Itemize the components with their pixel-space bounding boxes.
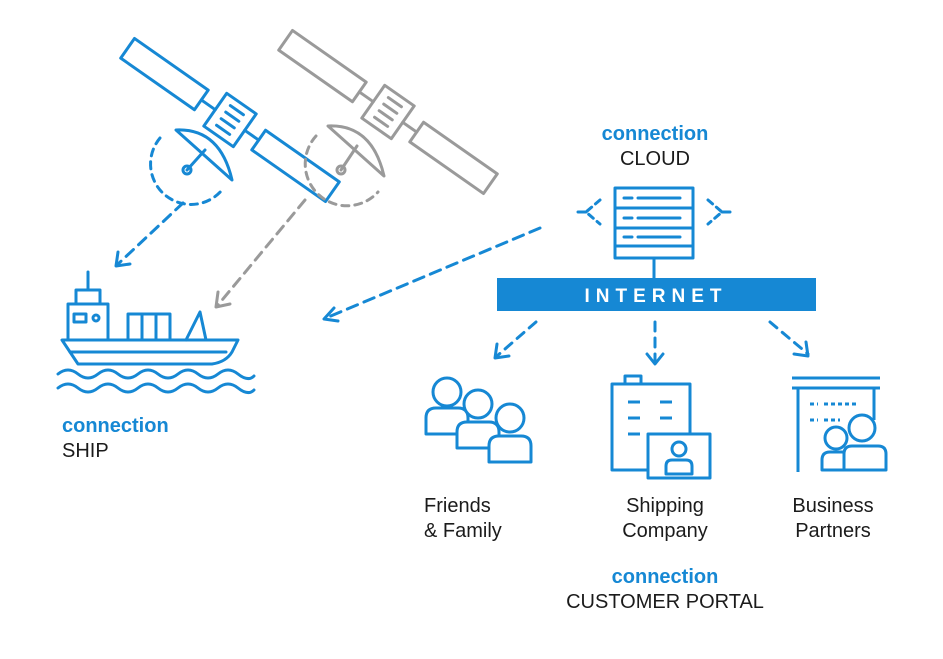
friends-family-label: Friends & Family	[424, 494, 554, 544]
cloud-label-accent: connection	[601, 123, 709, 145]
internet-to-friends-arrow	[493, 320, 538, 360]
satellite-blue-icon	[119, 36, 341, 206]
cloud-label-main: CLOUD	[619, 148, 690, 170]
cloud-server-icon	[576, 186, 732, 280]
shipping-line1: Shipping	[626, 495, 704, 517]
ship-label-main: SHIP	[62, 440, 109, 462]
office-partners-icon	[792, 376, 888, 472]
internet-to-business-arrow	[768, 320, 810, 358]
ship-icon	[56, 270, 256, 395]
ship-label: connection SHIP	[62, 414, 222, 464]
satellite-to-ship-arrow-gray	[214, 198, 307, 309]
portal-label-accent: connection	[611, 566, 719, 588]
ship-label-accent: connection	[62, 415, 169, 437]
business-line2: Partners	[795, 520, 871, 542]
internet-to-shipping-arrow	[645, 320, 665, 366]
friends-line2: & Family	[424, 520, 502, 542]
business-line1: Business	[792, 495, 874, 517]
portal-label: connection CUSTOMER PORTAL	[540, 565, 790, 615]
shipping-line2: Company	[622, 520, 708, 542]
internet-bar: INTERNET	[497, 278, 816, 311]
shipping-company-label: Shipping Company	[585, 494, 745, 544]
portal-label-main: CUSTOMER PORTAL	[566, 591, 764, 613]
cloud-to-ship-arrow	[322, 226, 542, 323]
friends-line1: Friends	[424, 495, 491, 517]
cloud-label: connection CLOUD	[575, 122, 735, 172]
satellite-gray-icon	[277, 28, 499, 208]
business-partners-label: Business Partners	[768, 494, 898, 544]
people-group-icon	[424, 376, 533, 464]
satellite-to-ship-arrow-blue	[114, 201, 185, 268]
internet-label: INTERNET	[585, 286, 728, 307]
building-person-icon	[610, 374, 712, 480]
